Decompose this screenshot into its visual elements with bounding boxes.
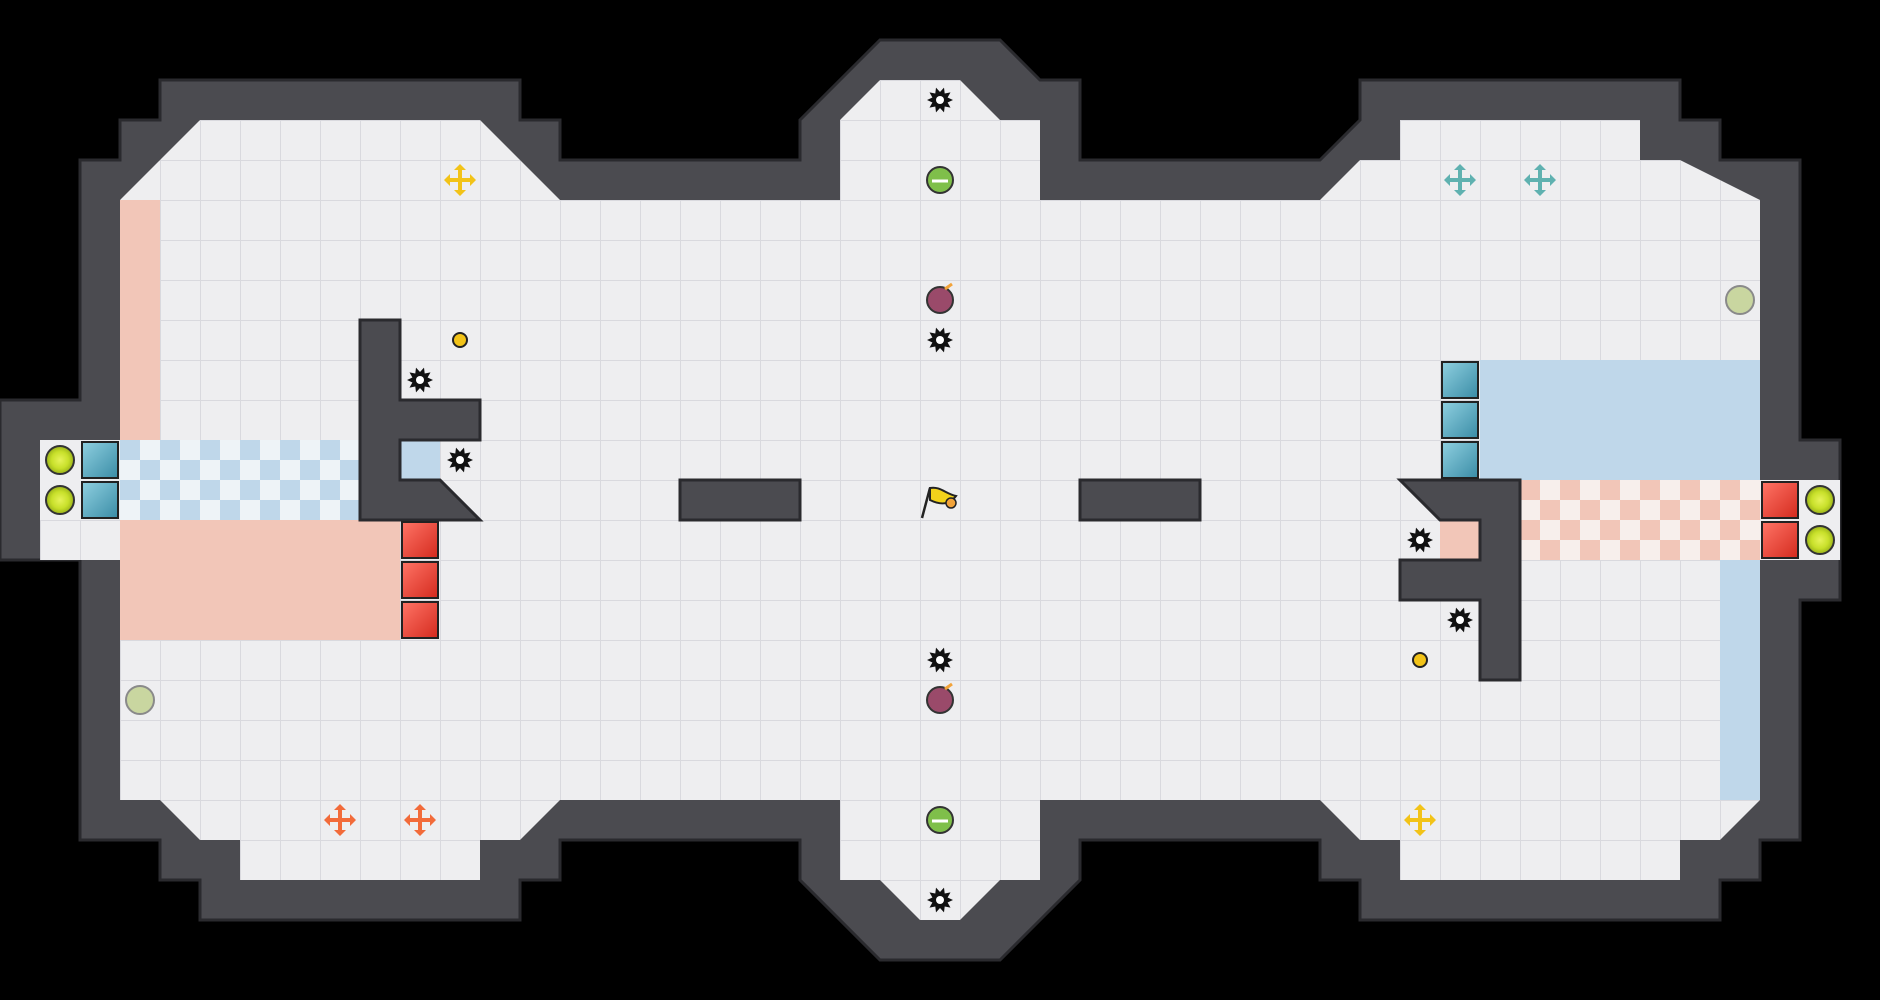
- boost-icon: [404, 804, 436, 836]
- spike-icon: [447, 447, 473, 473]
- blue-team-zone: [120, 360, 1760, 800]
- bomb-icon: [926, 286, 954, 314]
- bomb-icons: [926, 282, 954, 714]
- portal-icon: [1725, 285, 1755, 315]
- dot-marker: [452, 332, 468, 348]
- dot-marker: [1412, 652, 1428, 668]
- boost-icon: [1404, 804, 1436, 836]
- spike-icons: [407, 87, 1473, 913]
- boost-icon: [1444, 164, 1476, 196]
- red-team-tiles: [401, 521, 439, 639]
- boost-icon: [324, 804, 356, 836]
- boost-icon: [1524, 164, 1556, 196]
- floor: [40, 80, 1800, 920]
- blue-team-tiles: [1441, 361, 1479, 479]
- portal-icon: [125, 685, 155, 715]
- boost-icons: [324, 164, 1556, 836]
- boost-icon: [444, 164, 476, 196]
- spike-icon: [1447, 607, 1473, 633]
- right-gate: [1760, 480, 1840, 560]
- spike-icon: [927, 647, 953, 673]
- dot-markers: [452, 332, 1428, 668]
- portal-icons: [125, 285, 1755, 715]
- spike-icon: [1407, 527, 1433, 553]
- left-gate: [40, 440, 120, 520]
- spike-icon: [407, 367, 433, 393]
- spike-icon: [927, 327, 953, 353]
- spike-icon: [927, 887, 953, 913]
- spike-icon: [927, 87, 953, 113]
- bomb-icon: [926, 686, 954, 714]
- red-team-zone: [120, 200, 1760, 640]
- powerup-icons: [926, 166, 954, 834]
- flag-icon: [920, 486, 958, 519]
- interior-walls: [358, 318, 1522, 682]
